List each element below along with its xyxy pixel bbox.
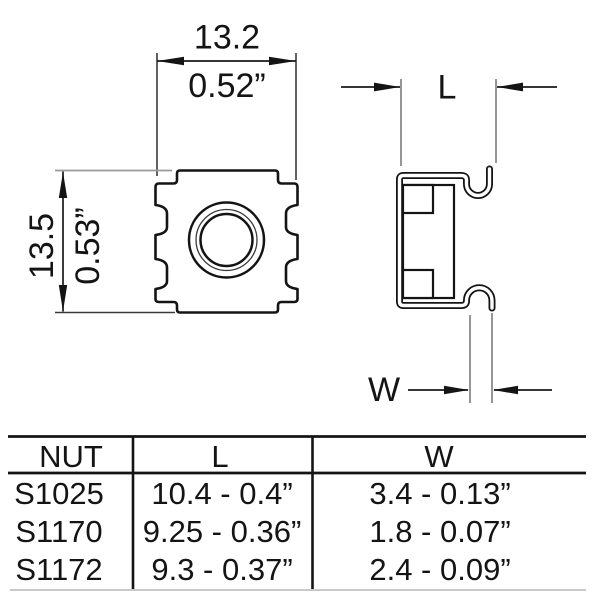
- w-label: W: [368, 371, 400, 409]
- width-inch-label: 0.52”: [188, 67, 266, 105]
- cell-l: 10.4 - 0.4”: [151, 476, 292, 511]
- table-header-l: L: [211, 439, 228, 474]
- spec-table: NUT L W S1025 10.4 - 0.4” 3.4 - 0.13” S1…: [8, 435, 586, 591]
- dimension-length: L: [341, 69, 557, 166]
- height-arrow-top: [58, 172, 68, 198]
- cell-nut: S1025: [14, 476, 104, 511]
- cell-w: 1.8 - 0.07”: [369, 514, 510, 549]
- w-arrow-right: [493, 385, 518, 395]
- dimension-w: W: [368, 313, 552, 409]
- table-row: S1025 10.4 - 0.4” 3.4 - 0.13”: [14, 476, 510, 511]
- nut-body-tab-top: [401, 183, 435, 215]
- cage-nut-front-outline: [154, 169, 299, 314]
- cell-l: 9.3 - 0.37”: [151, 552, 292, 587]
- cell-nut: S1170: [15, 514, 102, 549]
- dimension-height: 13.5 0.53”: [23, 169, 175, 314]
- cell-l: 9.25 - 0.36”: [143, 514, 302, 549]
- nut-hole-outer-circle: [187, 201, 266, 279]
- table-header-w: W: [424, 439, 454, 474]
- cell-w: 3.4 - 0.13”: [369, 476, 510, 511]
- table-row: S1170 9.25 - 0.36” 1.8 - 0.07”: [15, 514, 510, 549]
- length-label: L: [438, 69, 457, 107]
- table-header-nut: NUT: [39, 439, 103, 474]
- height-arrow-bottom: [58, 285, 68, 312]
- front-view: [154, 169, 299, 314]
- dimension-width: 13.2 0.52”: [156, 19, 297, 180]
- height-inch-label: 0.53”: [69, 207, 107, 285]
- cell-nut: S1172: [15, 552, 102, 587]
- height-mm-label: 13.5: [23, 213, 61, 279]
- width-mm-label: 13.2: [194, 19, 260, 57]
- table-row: S1172 9.3 - 0.37” 2.4 - 0.09”: [15, 552, 510, 587]
- nut-thread-circle: [195, 208, 258, 272]
- side-view: [396, 165, 496, 312]
- width-arrow-right: [269, 56, 296, 66]
- length-arrow-right: [497, 82, 523, 92]
- nut-body-tab-bottom: [401, 268, 435, 300]
- w-arrow-left: [444, 385, 469, 395]
- length-arrow-left: [374, 82, 400, 92]
- cell-w: 2.4 - 0.09”: [369, 552, 510, 587]
- cage-profile-sheet-inner: [397, 167, 494, 310]
- nut-hole-inner-circle: [199, 212, 254, 268]
- width-arrow-left: [157, 56, 184, 66]
